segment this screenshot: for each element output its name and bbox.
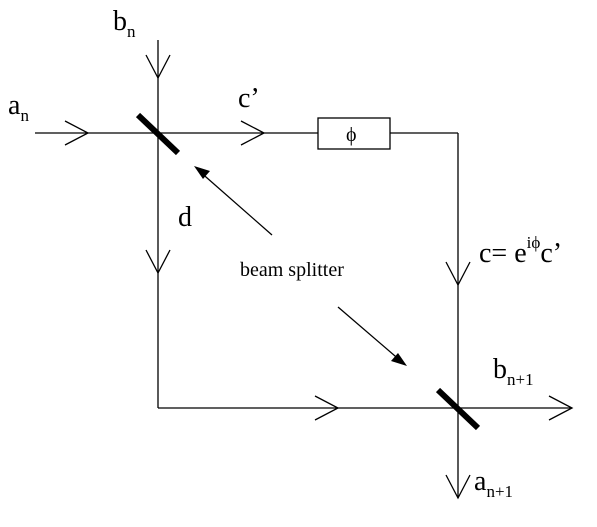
arrow-b-n1-right (548, 395, 574, 421)
arrow-b-n-down (145, 54, 171, 80)
label-d: d (178, 202, 192, 233)
arrow-a-n-right (64, 120, 90, 146)
label-a-n1: an+1 (474, 466, 513, 501)
beam-splitter-bottom-right (435, 387, 481, 431)
label-a-n: an (8, 90, 29, 125)
beam-paths (35, 40, 572, 498)
direction-arrows (64, 54, 574, 500)
beam-splitter-top-left (135, 112, 181, 156)
pointer-line-top (197, 169, 273, 236)
pointer-head-bottom (391, 353, 407, 366)
pointer-head-top (194, 166, 210, 179)
label-b-n: bn (113, 6, 136, 41)
phase-shifter-box (317, 117, 391, 150)
label-phase: ϕ (346, 124, 357, 146)
label-c-prime: c’ (238, 83, 260, 114)
pointer-line-bottom (337, 306, 403, 363)
arrow-c-down (445, 261, 471, 287)
beam-splitter-pointers (194, 166, 407, 366)
label-beam-splitter: beam splitter (240, 259, 344, 281)
arrow-bottom-right (314, 395, 340, 421)
arrow-a-n1-down (445, 474, 471, 500)
label-c-equation: c= eiϕc’ (479, 233, 562, 269)
arrow-c-prime-right (240, 120, 266, 146)
arrow-d-down (145, 249, 171, 275)
label-b-n1: bn+1 (493, 354, 534, 389)
